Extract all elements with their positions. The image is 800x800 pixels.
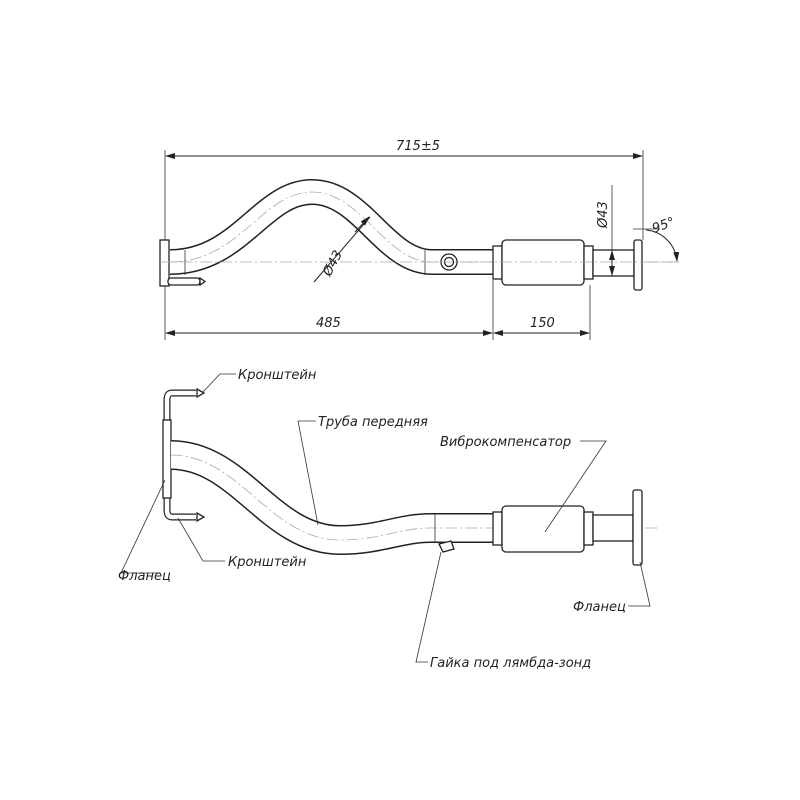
flange-angle-arc: [645, 229, 680, 262]
right-flange: [632, 489, 643, 566]
compensator-collar: [492, 245, 503, 280]
left-flange: [159, 239, 170, 287]
compensator-collar: [583, 245, 594, 280]
end-diameter-label: Ø43: [596, 201, 611, 229]
outlet-pipe: [592, 514, 634, 542]
right-flange: [633, 239, 643, 291]
outlet-pipe: [592, 249, 635, 277]
label-vibration-compensator: Виброкомпенсатор: [440, 435, 571, 450]
bottom-view: Кронштейн Труба передняя Виброкомпенсато…: [118, 368, 660, 671]
label-flange-right: Фланец: [573, 600, 626, 615]
length-485-label: 485: [316, 316, 341, 331]
diameter-leader: [313, 216, 371, 283]
label-bracket-bottom: Кронштейн: [228, 555, 307, 570]
top-view: 715±5 485 150 Ø43 Ø43: [159, 139, 680, 340]
label-bracket-top: Кронштейн: [238, 368, 317, 383]
bracket: [167, 277, 201, 286]
vibration-compensator: [501, 505, 585, 553]
lambda-nut: [438, 540, 455, 553]
compensator-collar: [583, 511, 594, 546]
left-flange: [162, 419, 172, 499]
label-flange-left: Фланец: [118, 569, 171, 584]
compensator-collar: [492, 511, 503, 546]
label-front-pipe: Труба передняя: [318, 415, 428, 430]
flange-angle-label: 95°: [650, 215, 677, 237]
bend-diameter-label: Ø43: [320, 248, 346, 280]
length-150-label: 150: [530, 316, 555, 331]
vibration-compensator: [501, 239, 585, 286]
label-lambda-nut: Гайка под лямбда-зонд: [430, 656, 591, 671]
overall-length-label: 715±5: [396, 139, 440, 154]
